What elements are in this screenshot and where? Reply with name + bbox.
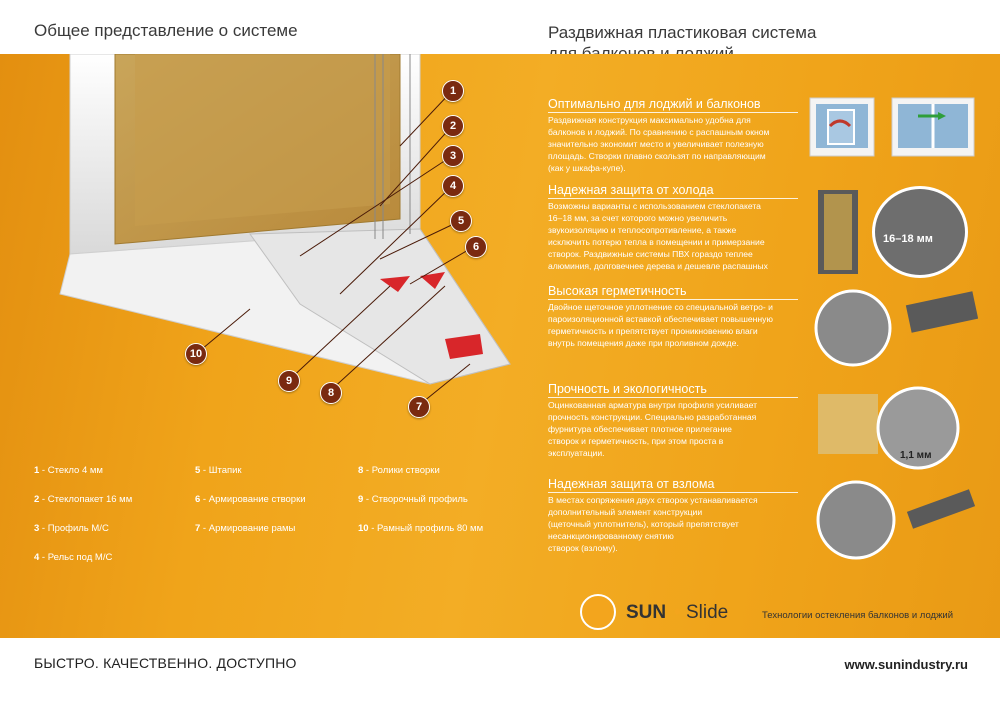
section-divider	[548, 492, 798, 493]
logo-slide-text: Slide	[686, 602, 729, 623]
callout-badge-9: 9	[278, 370, 300, 392]
section-divider	[548, 397, 798, 398]
window-profile-illustration	[59, 54, 511, 407]
burglary-protection-illustration	[816, 480, 976, 560]
page-title-left: Общее представление о системе	[34, 21, 298, 40]
callout-badge-5: 5	[450, 210, 472, 232]
header-right	[500, 0, 1000, 54]
brand-logo-bar: SUN • Slide Технологии остекления балкон…	[560, 592, 980, 634]
callout-badge-6: 6	[465, 236, 487, 258]
legend-item: 7 - Армирование рамы	[195, 523, 296, 534]
window-slide-illustration	[891, 97, 975, 157]
section-divider	[548, 299, 798, 300]
section-title: Надежная защита от холода	[548, 183, 714, 197]
section-body: Возможны варианты с использованием стекл…	[548, 201, 768, 271]
callout-badge-3: 3	[442, 145, 464, 167]
legend-item: 1 - Стекло 4 мм	[34, 465, 103, 476]
logo-tagline: Технологии остекления балконов и лоджий	[762, 610, 954, 621]
window-swing-illustration	[809, 97, 875, 157]
glass-unit-illustration	[818, 190, 858, 274]
glass-thickness-circle: 16–18 мм	[872, 186, 968, 278]
footer	[0, 638, 1000, 711]
callout-badge-4: 4	[442, 175, 464, 197]
legend-item: 9 - Створочный профиль	[358, 494, 468, 505]
callout-badge-2: 2	[442, 115, 464, 137]
section-divider	[548, 112, 798, 113]
section-body: Раздвижная конструкция максимально удобн…	[548, 115, 770, 173]
legend-item: 6 - Армирование створки	[195, 494, 306, 505]
brush-seal-illustration	[814, 289, 978, 367]
section-title: Надежная защита от взлома	[548, 477, 715, 491]
callout-badge-7: 7	[408, 396, 430, 418]
header-left	[0, 0, 500, 54]
legend-item: 8 - Ролики створки	[358, 465, 440, 476]
section-title: Прочность и экологичность	[548, 382, 707, 396]
legend-item: 3 - Профиль М/С	[34, 523, 109, 534]
sun-slide-logo-icon	[580, 594, 616, 630]
legend-item: 4 - Рельс под М/С	[34, 552, 113, 563]
section-divider	[548, 198, 798, 199]
legend-item: 2 - Стеклопакет 16 мм	[34, 494, 133, 505]
footer-website-link[interactable]: www.sunindustry.ru	[844, 657, 968, 672]
section-body: Двойное щеточное уплотнение со специальн…	[548, 302, 773, 348]
glass-thickness-label: 16–18 мм	[883, 233, 933, 245]
callout-badge-10: 10	[185, 343, 207, 365]
section-body: В местах сопряжения двух створок устанав…	[548, 495, 758, 553]
section-title: Высокая герметичность	[548, 284, 687, 298]
section-title: Оптимально для лоджий и балконов	[548, 97, 761, 111]
legend-item: 10 - Рамный профиль 80 мм	[358, 523, 484, 534]
right-title-line1: Раздвижная пластиковая система	[548, 23, 817, 42]
legend-item: 5 - Штапик	[195, 465, 242, 476]
callout-badge-8: 8	[320, 382, 342, 404]
logo-sun-text: SUN	[626, 602, 667, 623]
reinforcement-illustration	[818, 386, 960, 470]
profile-thickness-label: 1,1 мм	[900, 450, 932, 461]
callout-badge-1: 1	[442, 80, 464, 102]
section-body: Оцинкованная арматура внутри профиля уси…	[548, 400, 758, 458]
footer-slogan: БЫСТРО. КАЧЕСТВЕННО. ДОСТУПНО	[34, 655, 297, 671]
logo-dot: •	[674, 602, 681, 623]
